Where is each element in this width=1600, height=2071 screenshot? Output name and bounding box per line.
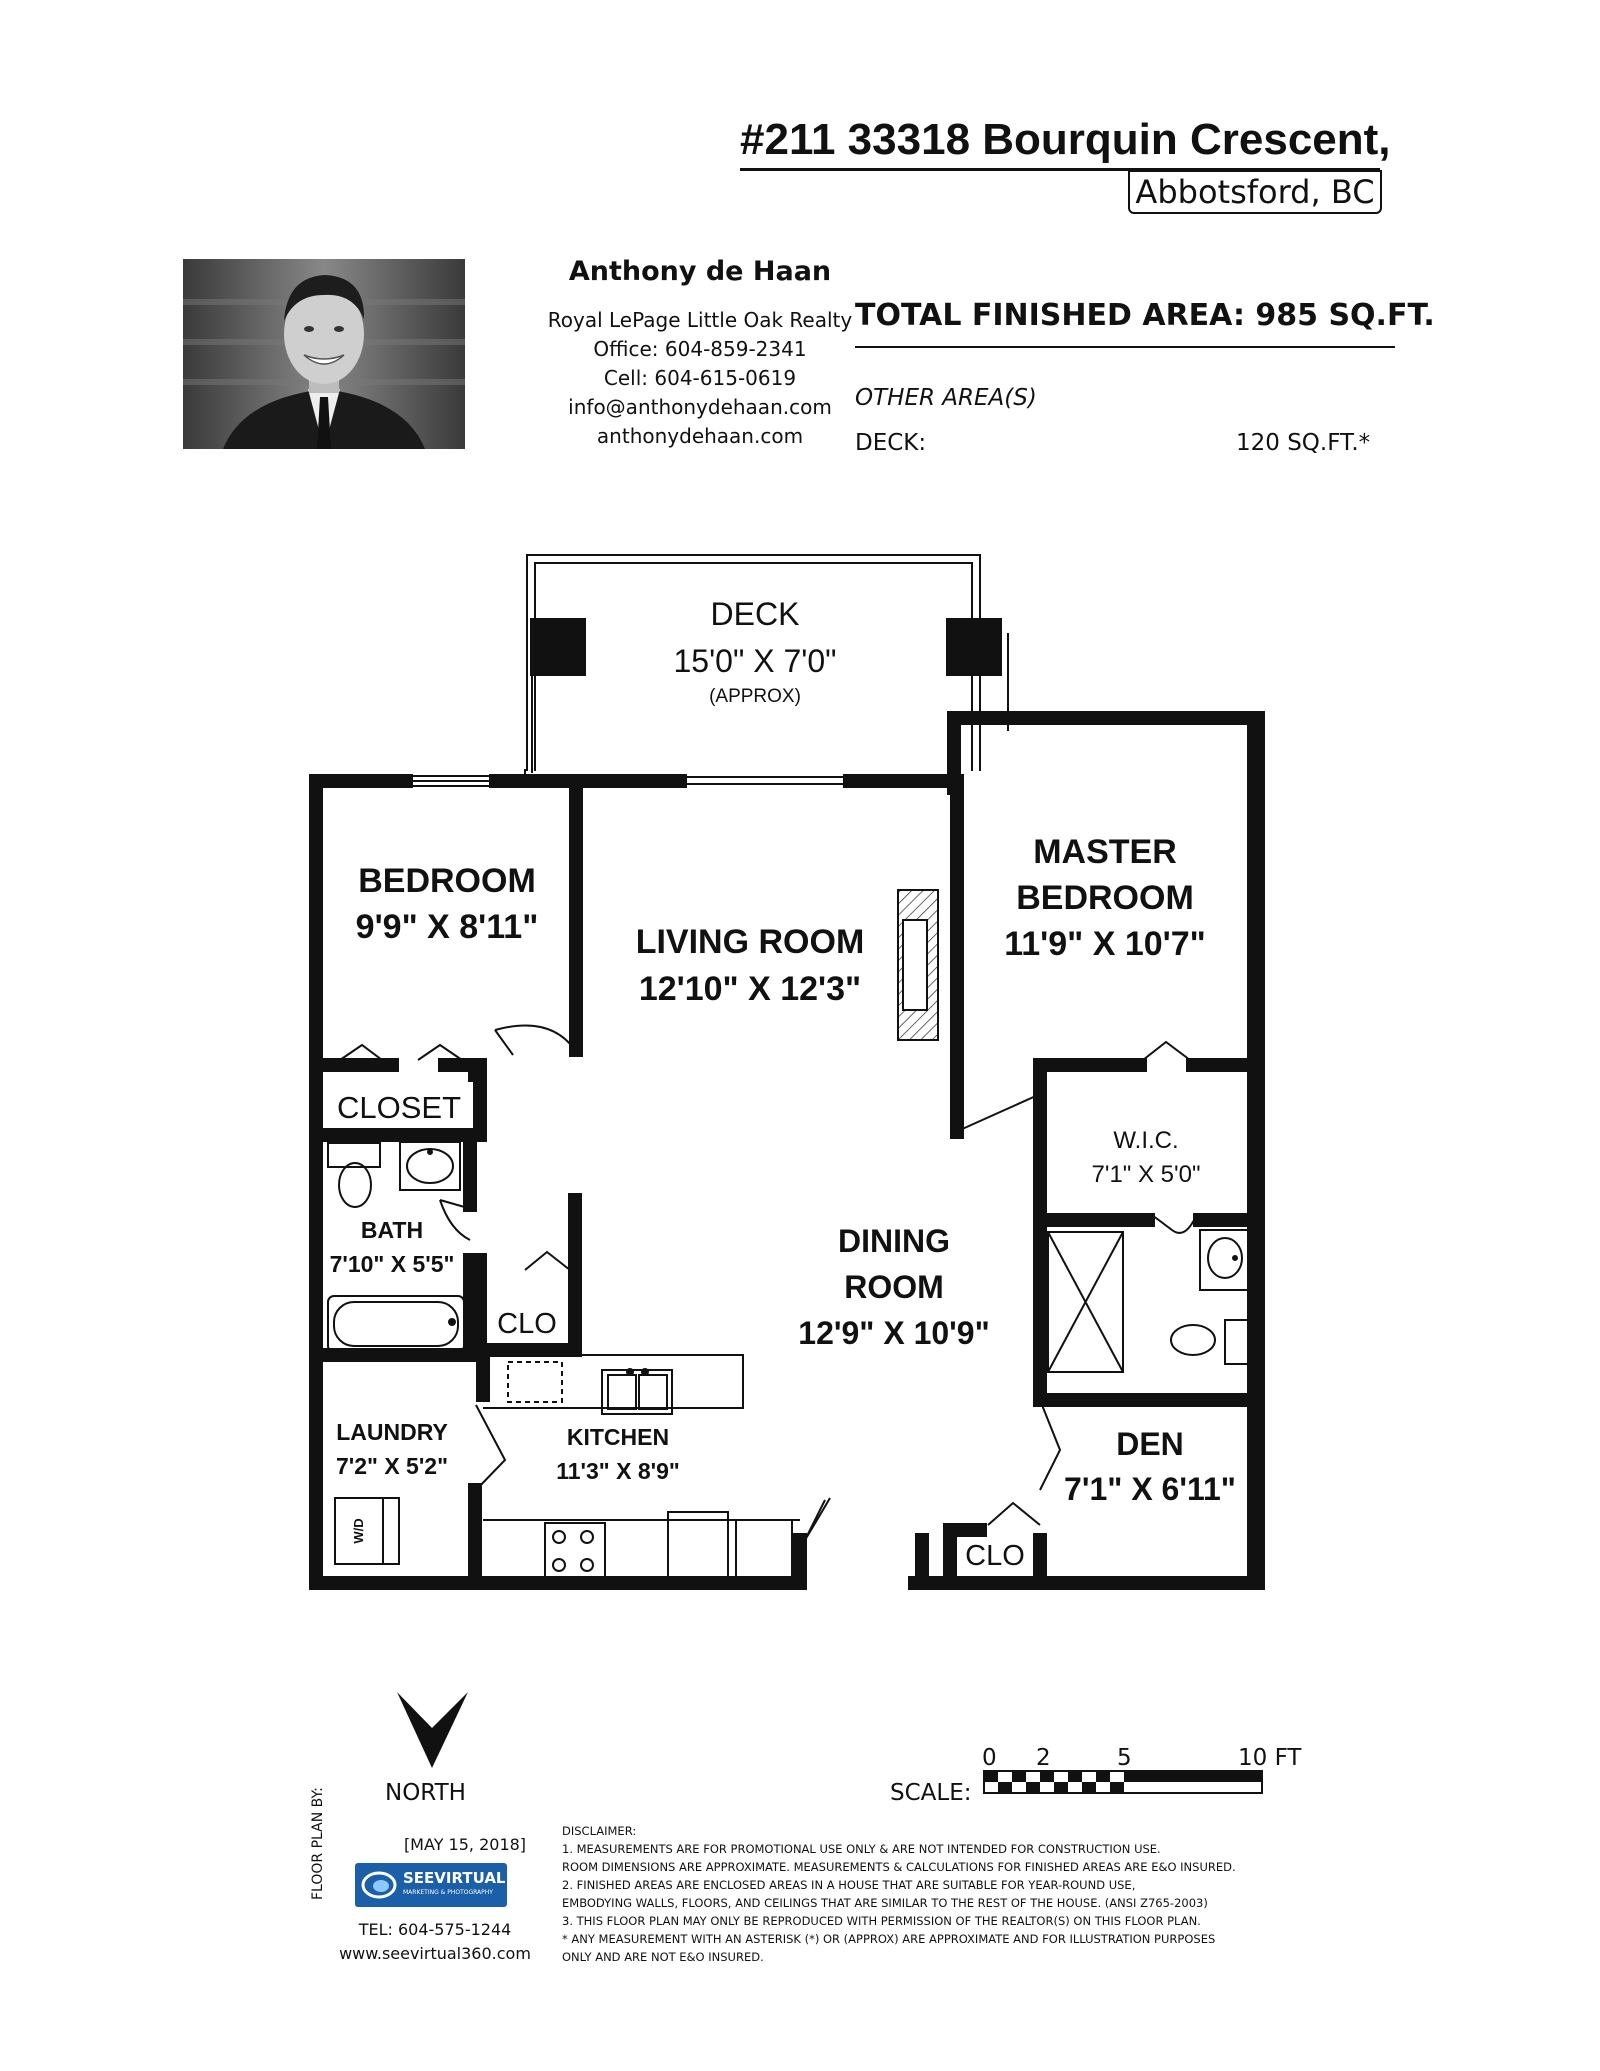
living-room-label: LIVING ROOM (636, 923, 865, 961)
north-label: NORTH (385, 1780, 466, 1806)
floor-plan-date: [MAY 15, 2018] (403, 1835, 527, 1854)
logo-company: SEEVIRTUAL (403, 1869, 506, 1887)
deck-approx: (APPROX) (709, 686, 801, 707)
bath-dims: 7'10" X 5'5" (330, 1251, 455, 1277)
dining-room-dims: 12'9" X 10'9" (798, 1315, 989, 1351)
closet-den-label: CLO (965, 1540, 1025, 1572)
scale-label: SCALE: (890, 1780, 972, 1806)
disclaimer-line: EMBODYING WALLS, FLOORS, AND CEILINGS TH… (562, 1896, 1208, 1910)
disclaimer-line: ONLY AND ARE NOT E&O INSURED. (562, 1950, 764, 1964)
floor-plan: DECK 15'0" X 7'0" (APPROX) BEDROOM 9'9" … (309, 554, 1265, 1590)
bath-label: BATH (361, 1217, 423, 1243)
deck-label: DECK (711, 596, 800, 632)
den-dims: 7'1" X 6'11" (1064, 1471, 1236, 1507)
floor-plan-website: www.seevirtual360.com (339, 1944, 531, 1963)
listing-address: #211 33318 Bourquin Crescent, (740, 115, 1391, 164)
other-areas-heading: OTHER AREA(S) (855, 385, 1037, 411)
deck-area-label: DECK: (855, 430, 927, 456)
agent-name: Anthony de Haan (568, 256, 832, 287)
dining-room-label-1: DINING (838, 1223, 950, 1259)
agent-brokerage: Royal LePage Little Oak Realty (547, 308, 853, 332)
kitchen-label: KITCHEN (567, 1424, 669, 1450)
total-finished-area: TOTAL FINISHED AREA: 985 SQ.FT. (855, 298, 1435, 333)
living-room-dims: 12'10" X 12'3" (639, 970, 861, 1008)
scale-tick-5: 5 (1117, 1745, 1132, 1771)
agent-cell-phone: Cell: 604-615-0619 (603, 366, 797, 390)
listing-city: Abbotsford, BC (1128, 170, 1382, 214)
scale-tick-10: 10 FT (1238, 1745, 1302, 1771)
bedroom-label: BEDROOM (358, 862, 536, 900)
deck-post-left (530, 618, 586, 676)
swirl-logo-icon (361, 1871, 397, 1899)
agent-email: info@anthonydehaan.com (568, 395, 832, 419)
scale-tick-0: 0 (982, 1745, 997, 1771)
master-bedroom-dims: 11'9" X 10'7" (1004, 925, 1206, 963)
disclaimer-line: 2. FINISHED AREAS ARE ENCLOSED AREAS IN … (562, 1878, 1136, 1892)
bedroom-dims: 9'9" X 8'11" (356, 908, 539, 946)
disclaimer-line: ROOM DIMENSIONS ARE APPROXIMATE. MEASURE… (562, 1860, 1236, 1874)
disclaimer-line: * ANY MEASUREMENT WITH AN ASTERISK (*) O… (562, 1932, 1216, 1946)
kitchen-dims: 11'3" X 8'9" (556, 1458, 680, 1484)
agent-photo (183, 259, 465, 449)
disclaimer-line: DISCLAIMER: (562, 1824, 637, 1838)
area-divider (855, 346, 1395, 348)
floor-plan-by-label: FLOOR PLAN BY: (310, 1787, 326, 1900)
deck-post-right (946, 618, 1002, 676)
wic-label: W.I.C. (1113, 1127, 1178, 1154)
deck-area-value: 120 SQ.FT.* (1236, 430, 1371, 456)
agent-office-phone: Office: 604-859-2341 (593, 337, 807, 361)
seevirtual-logo: SEEVIRTUAL MARKETING & PHOTOGRAPHY (355, 1863, 507, 1907)
master-bedroom-label-2: BEDROOM (1016, 879, 1194, 917)
floor-plan-tel: TEL: 604-575-1244 (358, 1920, 512, 1939)
master-bedroom-label-1: MASTER (1033, 833, 1177, 871)
laundry-label: LAUNDRY (336, 1419, 448, 1445)
closet-small-label: CLO (497, 1308, 557, 1340)
disclaimer-line: 1. MEASUREMENTS ARE FOR PROMOTIONAL USE … (562, 1842, 1161, 1856)
laundry-dims: 7'2" X 5'2" (336, 1453, 448, 1479)
den-label: DEN (1116, 1426, 1184, 1462)
scale-tick-2: 2 (1036, 1745, 1051, 1771)
wic-dims: 7'1" X 5'0" (1092, 1161, 1201, 1188)
washer-dryer-label: W/D (351, 1518, 366, 1543)
logo-tagline: MARKETING & PHOTOGRAPHY (403, 1889, 493, 1896)
closet-label: CLOSET (337, 1090, 461, 1125)
agent-website: anthonydehaan.com (596, 424, 804, 448)
north-arrow-icon (397, 1692, 468, 1768)
address-underline (740, 168, 1380, 171)
disclaimer-line: 3. THIS FLOOR PLAN MAY ONLY BE REPRODUCE… (562, 1914, 1201, 1928)
scale-bar (983, 1770, 1263, 1794)
deck-dims: 15'0" X 7'0" (673, 643, 836, 679)
dining-room-label-2: ROOM (844, 1269, 944, 1305)
